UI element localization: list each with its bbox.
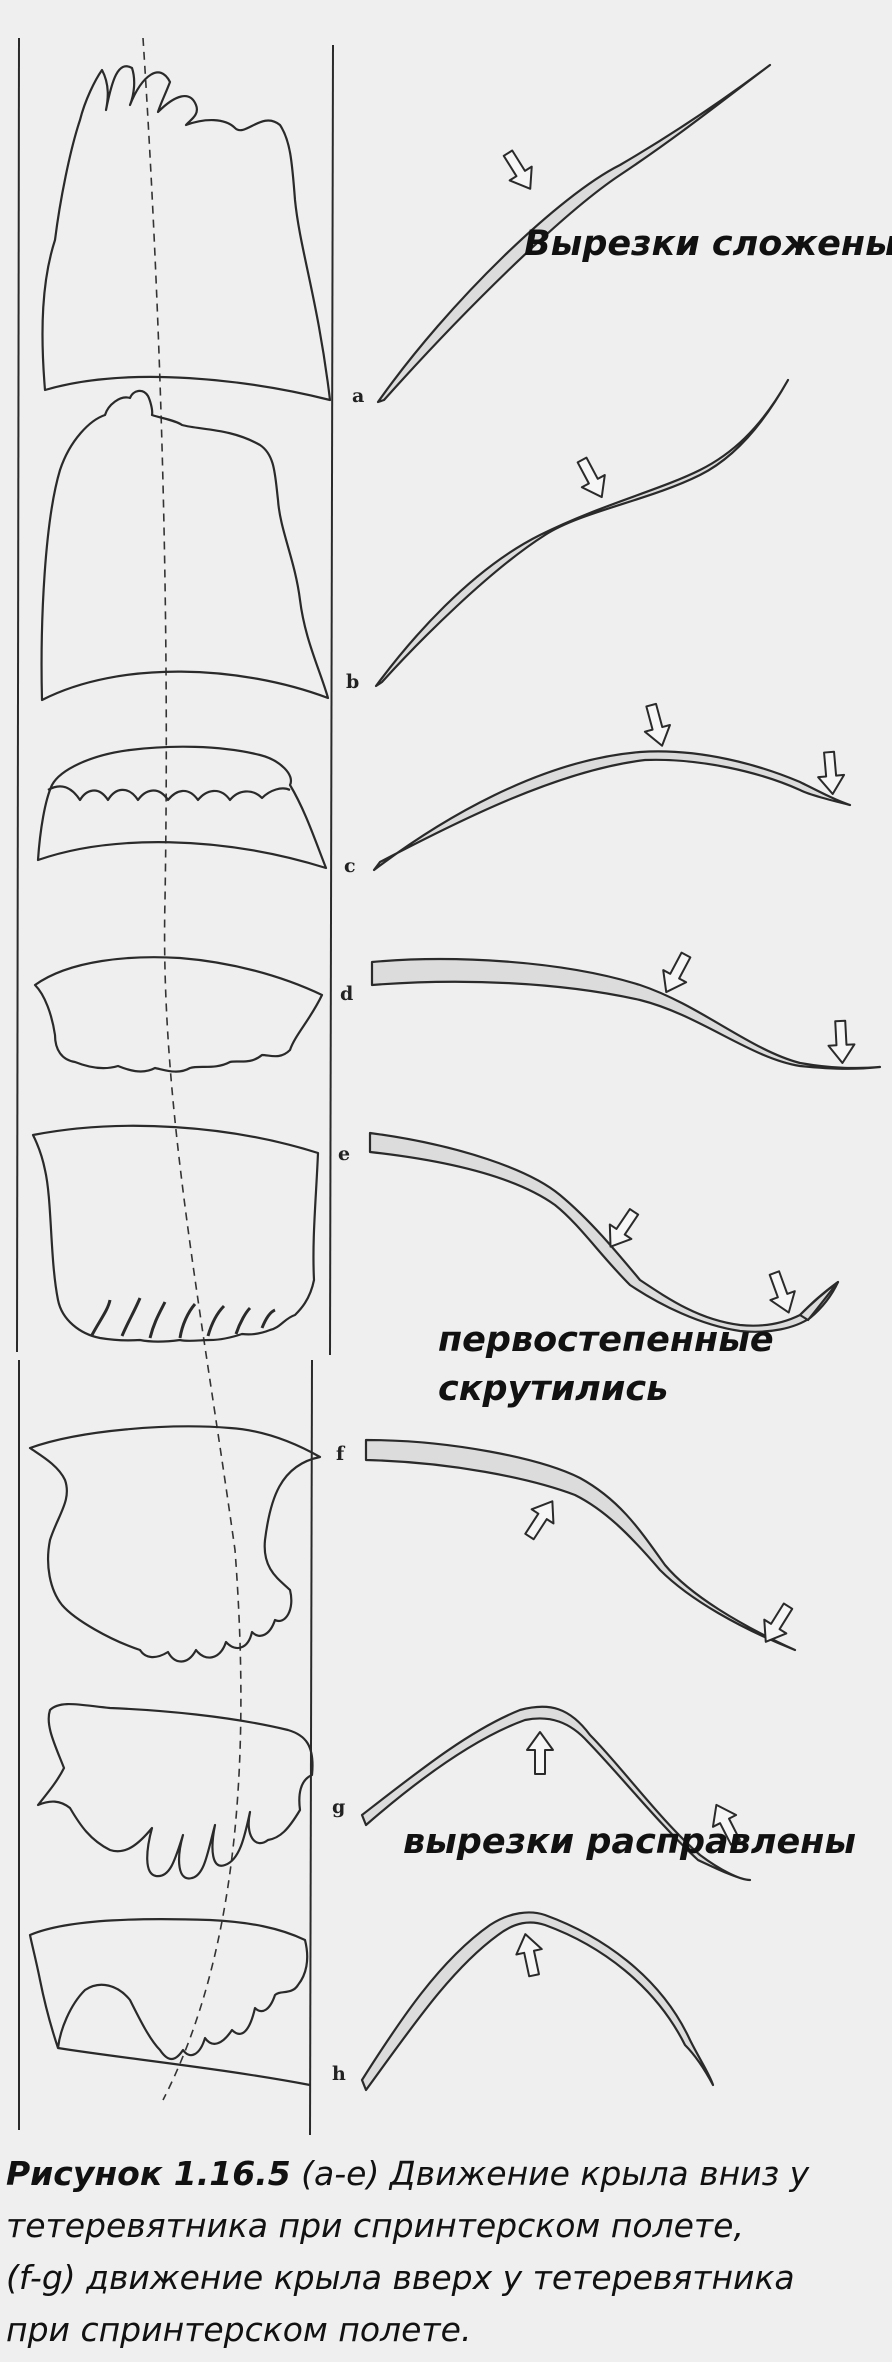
caption-range-1: (a-e) <box>301 2154 380 2193</box>
wing-outline-b <box>40 389 330 702</box>
profile-curve-f <box>364 1438 797 1652</box>
caption-line-3: (f-g) движение крыла вверх у тетеревятни… <box>6 2252 886 2304</box>
profile-curve-b <box>374 378 790 688</box>
caption-line-1: Рисунок 1.16.5 (a-e) Движение крыла вниз… <box>6 2148 886 2200</box>
wing-outline-a <box>41 65 332 402</box>
frame-letter-h: h <box>332 2063 346 2085</box>
wing-outline-c <box>36 745 328 870</box>
profile-curve-c <box>372 750 852 872</box>
wing-outline-h <box>28 1918 309 2061</box>
force-arrows <box>495 145 857 1979</box>
wing-feather-tips-c <box>47 785 291 802</box>
arrow-down-c2 <box>815 749 847 797</box>
wing-outline-f <box>28 1425 322 1663</box>
caption-range-2: (f-g) <box>6 2258 76 2297</box>
arrow-down-e2 <box>761 1267 802 1318</box>
frame-letter-e: e <box>338 1143 350 1165</box>
primary-tip-curl-e <box>798 1280 840 1322</box>
frame-letter-a: a <box>352 385 364 407</box>
caption-line-4: при спринтерском полете. <box>6 2310 472 2349</box>
profile-curve-g <box>360 1705 752 1882</box>
frame-column-lines <box>16 37 334 2136</box>
wing-silhouettes <box>28 65 332 2087</box>
wing-outline-d <box>33 956 324 1073</box>
profile-curve-e <box>368 1131 840 1333</box>
arrow-down-b <box>569 452 615 505</box>
caption-line-2: тетеревятника при спринтерском полете, <box>6 2206 744 2245</box>
caption-figure-label: Рисунок 1.16.5 <box>6 2154 291 2193</box>
annotation-twisted-line1: первостепенные <box>438 1320 774 1360</box>
arrow-up-h <box>511 1930 548 1979</box>
frame-letters: a b c d e f g h <box>332 385 364 2085</box>
frame-letter-d: d <box>340 983 353 1005</box>
frame-letter-c: c <box>344 855 356 877</box>
frame-letter-f: f <box>336 1443 346 1465</box>
wing-outline-e <box>31 1124 320 1343</box>
arrow-down-d1 <box>653 947 699 1000</box>
arrow-down-d2 <box>826 1019 857 1065</box>
figure-caption: Рисунок 1.16.5 (a-e) Движение крыла вниз… <box>6 2148 886 2356</box>
arrow-down-a <box>495 145 543 197</box>
frame-letter-g: g <box>332 1796 345 1818</box>
arrow-up-g1 <box>526 1731 554 1775</box>
caption-line-3-text: движение крыла вверх у тетеревятника <box>86 2258 795 2297</box>
wing-feather-marks-e <box>90 1297 276 1339</box>
profile-curve-h <box>360 1911 715 2092</box>
wing-outline-g <box>36 1702 314 1880</box>
profile-curve-a <box>376 63 772 404</box>
arrow-down-c1 <box>637 700 676 751</box>
annotation-twisted-line2: скрутились <box>438 1369 669 1409</box>
annotation-folded: Вырезки сложены <box>524 224 892 264</box>
wing-profile-curves <box>360 63 882 2092</box>
annotation-spread: вырезки расправлены <box>403 1822 857 1862</box>
wing-base-h <box>57 2046 311 2087</box>
profile-curve-d <box>370 958 882 1070</box>
caption-line-1-text: Движение крыла вниз у <box>389 2154 810 2193</box>
arrow-up-f1 <box>517 1493 565 1545</box>
frame-letter-b: b <box>346 671 359 693</box>
body-axis-dashed-line <box>142 37 242 2101</box>
